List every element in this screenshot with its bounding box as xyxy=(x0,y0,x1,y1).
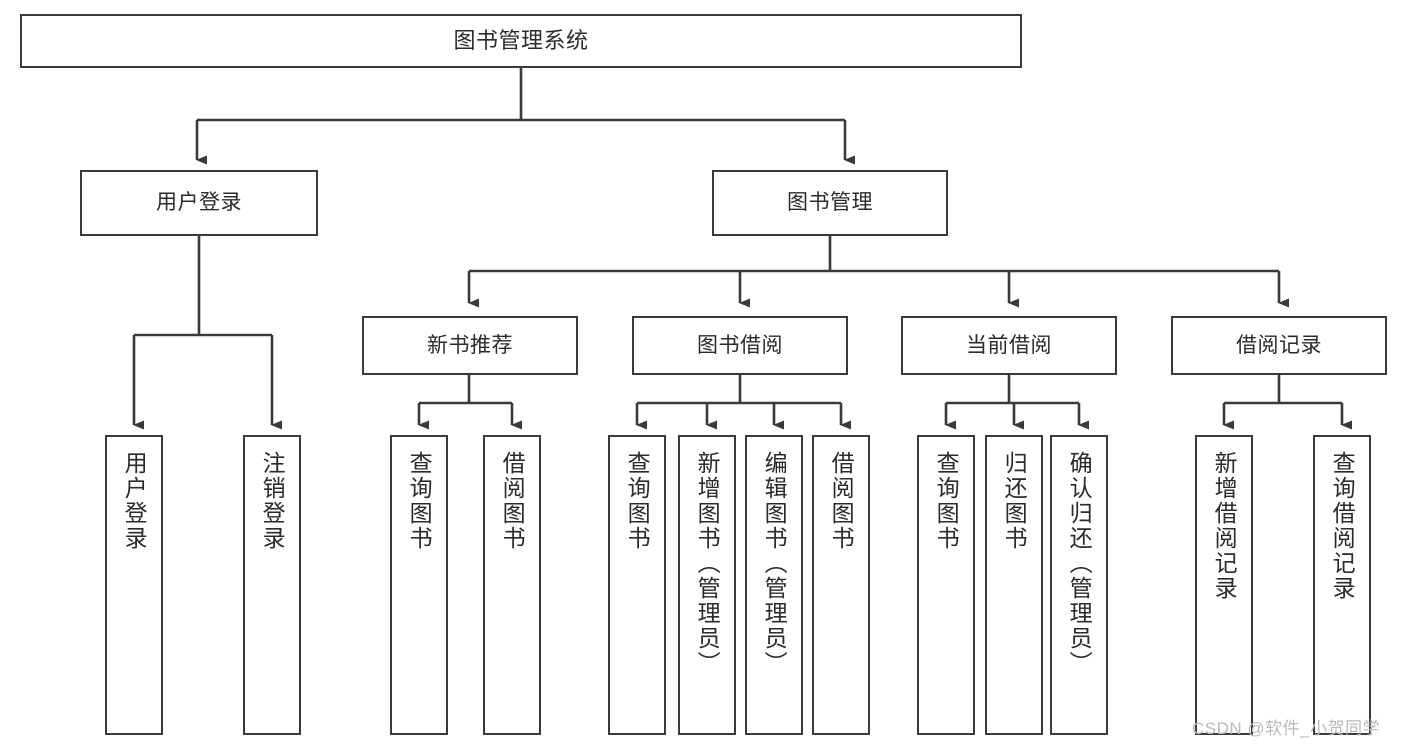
node-borrow-record-label: 借阅记录 xyxy=(1236,333,1322,357)
node-leaf-add-book-admin-label: 新增图书（管理员） xyxy=(694,451,721,676)
node-current-borrow[interactable]: 当前借阅 xyxy=(901,316,1117,375)
node-leaf-confirm-return-admin[interactable]: 确认归还（管理员） xyxy=(1050,435,1108,735)
node-leaf-borrow-book-2-label: 借阅图书 xyxy=(828,451,855,551)
node-leaf-query-borrow-record-label: 查询借阅记录 xyxy=(1329,451,1356,601)
node-leaf-return-book-label: 归还图书 xyxy=(1001,451,1028,551)
csdn-watermark: CSDN @软件_小贺同学 xyxy=(1192,719,1381,738)
node-leaf-query-book-1-label: 查询图书 xyxy=(406,451,433,551)
node-user-login-label: 用户登录 xyxy=(156,191,242,215)
node-leaf-query-book-3-label: 查询图书 xyxy=(933,451,960,551)
node-leaf-edit-book-admin[interactable]: 编辑图书（管理员） xyxy=(745,435,803,735)
node-leaf-add-borrow-record[interactable]: 新增借阅记录 xyxy=(1195,435,1253,735)
node-leaf-query-book-3[interactable]: 查询图书 xyxy=(917,435,975,735)
node-book-manage[interactable]: 图书管理 xyxy=(712,170,948,236)
node-leaf-query-book-2[interactable]: 查询图书 xyxy=(608,435,666,735)
node-current-borrow-label: 当前借阅 xyxy=(966,333,1052,357)
node-leaf-user-login-label: 用户登录 xyxy=(121,451,148,551)
node-borrow-record[interactable]: 借阅记录 xyxy=(1171,316,1387,375)
node-root[interactable]: 图书管理系统 xyxy=(20,14,1022,68)
node-leaf-borrow-book-1[interactable]: 借阅图书 xyxy=(483,435,541,735)
node-leaf-query-book-2-label: 查询图书 xyxy=(624,451,651,551)
node-book-manage-label: 图书管理 xyxy=(787,191,873,215)
node-new-book-recommend[interactable]: 新书推荐 xyxy=(362,316,578,375)
node-book-borrow-label: 图书借阅 xyxy=(697,333,783,357)
node-leaf-logout-label: 注销登录 xyxy=(259,451,286,551)
node-leaf-logout[interactable]: 注销登录 xyxy=(243,435,301,735)
node-user-login[interactable]: 用户登录 xyxy=(80,170,318,236)
node-new-book-recommend-label: 新书推荐 xyxy=(427,333,513,357)
node-leaf-edit-book-admin-label: 编辑图书（管理员） xyxy=(761,451,788,676)
node-leaf-borrow-book-1-label: 借阅图书 xyxy=(499,451,526,551)
node-leaf-confirm-return-admin-label: 确认归还（管理员） xyxy=(1066,451,1093,676)
node-root-label: 图书管理系统 xyxy=(453,27,589,53)
node-leaf-return-book[interactable]: 归还图书 xyxy=(985,435,1043,735)
node-leaf-borrow-book-2[interactable]: 借阅图书 xyxy=(812,435,870,735)
node-leaf-query-book-1[interactable]: 查询图书 xyxy=(390,435,448,735)
node-leaf-query-borrow-record[interactable]: 查询借阅记录 xyxy=(1313,435,1371,735)
node-leaf-add-borrow-record-label: 新增借阅记录 xyxy=(1211,451,1238,601)
node-book-borrow[interactable]: 图书借阅 xyxy=(632,316,848,375)
node-leaf-add-book-admin[interactable]: 新增图书（管理员） xyxy=(678,435,736,735)
node-leaf-user-login[interactable]: 用户登录 xyxy=(105,435,163,735)
